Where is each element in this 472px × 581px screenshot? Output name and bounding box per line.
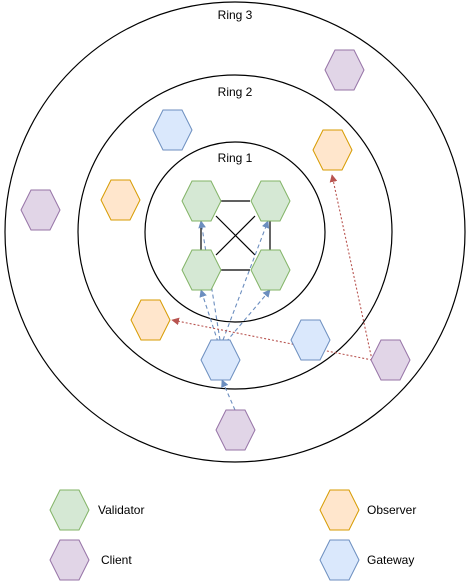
gateway-to-validator-link xyxy=(199,289,219,343)
gateway-to-validator-link xyxy=(198,220,221,341)
client-node xyxy=(324,49,365,91)
legend-validator-label: Validator xyxy=(98,503,144,517)
legend-client-swatch xyxy=(49,539,90,581)
ring-1-label: Ring 1 xyxy=(218,151,253,165)
client-to-observer-link xyxy=(171,317,373,361)
gateway-node xyxy=(152,109,193,151)
gateway-to-validator-link xyxy=(222,220,270,341)
legend-validator-swatch xyxy=(49,489,90,531)
observer-node xyxy=(130,299,171,341)
client-to-observer-link xyxy=(329,174,373,361)
observer-node xyxy=(312,129,353,171)
validator-node xyxy=(181,180,222,222)
gateway-node xyxy=(290,319,331,361)
observer-node xyxy=(100,179,141,221)
gateway-node xyxy=(200,339,241,381)
ring-2-label: Ring 2 xyxy=(218,85,253,99)
ring-2 xyxy=(77,74,393,390)
validator-node xyxy=(250,180,291,222)
ring-1 xyxy=(144,141,326,323)
ring-3 xyxy=(4,1,466,463)
validator-node xyxy=(250,249,291,291)
observer-connections xyxy=(171,174,373,361)
ring-3-label: Ring 3 xyxy=(218,8,253,22)
mesh-edge xyxy=(215,215,256,256)
legend-client-label: Client xyxy=(101,553,132,567)
legend-gateway-swatch xyxy=(319,539,360,581)
legend-observer-label: Observer xyxy=(367,503,416,517)
client-node xyxy=(215,409,256,451)
client-to-gateway-link xyxy=(221,379,236,411)
client-node xyxy=(20,189,61,231)
gateway-connections xyxy=(198,220,271,411)
validator-node xyxy=(181,249,222,291)
legend-gateway-label: Gateway xyxy=(367,553,414,567)
client-node xyxy=(370,339,411,381)
legend: Validator Observer Client Gateway xyxy=(49,489,416,581)
legend-observer-swatch xyxy=(319,489,360,531)
gateway-to-validator-link xyxy=(225,289,271,343)
nodes xyxy=(20,49,411,451)
